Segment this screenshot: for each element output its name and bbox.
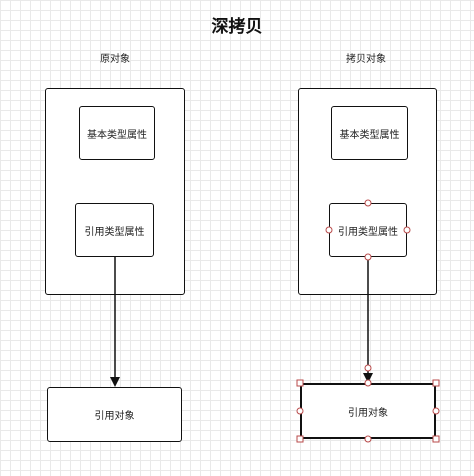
original-basic-property-label: 基本类型属性 [87,129,147,141]
original-reference-property-box[interactable]: 引用类型属性 [75,203,154,257]
original-basic-property-box[interactable]: 基本类型属性 [79,106,155,160]
copy-object-label: 拷贝对象 [346,54,386,65]
original-object-label: 原对象 [100,54,130,65]
original-reference-property-label: 引用类型属性 [84,226,145,238]
copy-reference-property-box[interactable]: 引用类型属性 [329,203,407,257]
copy-reference-object-box[interactable]: 引用对象 [300,383,436,439]
original-reference-object-box[interactable]: 引用对象 [47,387,182,442]
copy-reference-property-label: 引用类型属性 [338,226,398,238]
copy-basic-property-box[interactable]: 基本类型属性 [331,106,408,160]
copy-reference-object-label: 引用对象 [348,407,388,419]
original-reference-object-label: 引用对象 [94,411,135,422]
diagram-title: 深拷贝 [211,17,263,37]
arrow-connection-point[interactable] [364,364,372,372]
copy-basic-property-label: 基本类型属性 [339,129,400,141]
